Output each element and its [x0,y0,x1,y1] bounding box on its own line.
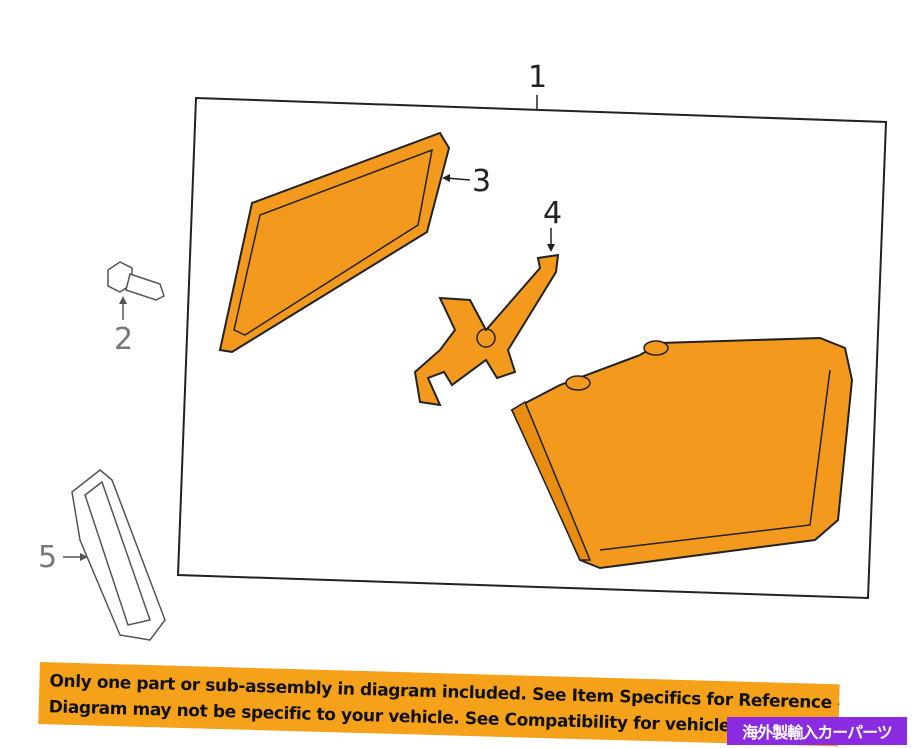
arrow-4-head [547,244,555,252]
import-parts-badge: 海外製輸入カーパーツ [727,717,907,745]
callout-3: 3 [472,164,492,199]
part-2-bolt [107,261,165,301]
callout-2: 2 [114,322,134,357]
arrow-2-head [119,296,127,304]
callout-1: 1 [528,60,548,95]
callout-5: 5 [38,540,58,575]
assembly-frame [176,96,888,600]
part-4-bracket [413,253,560,407]
arrow-3-head [442,174,450,182]
part-3-gasket [218,131,451,354]
callout-4: 4 [543,196,563,231]
part-5-trim [71,469,166,641]
arrow-5-head [80,553,88,561]
part-1-lamp [510,336,854,570]
